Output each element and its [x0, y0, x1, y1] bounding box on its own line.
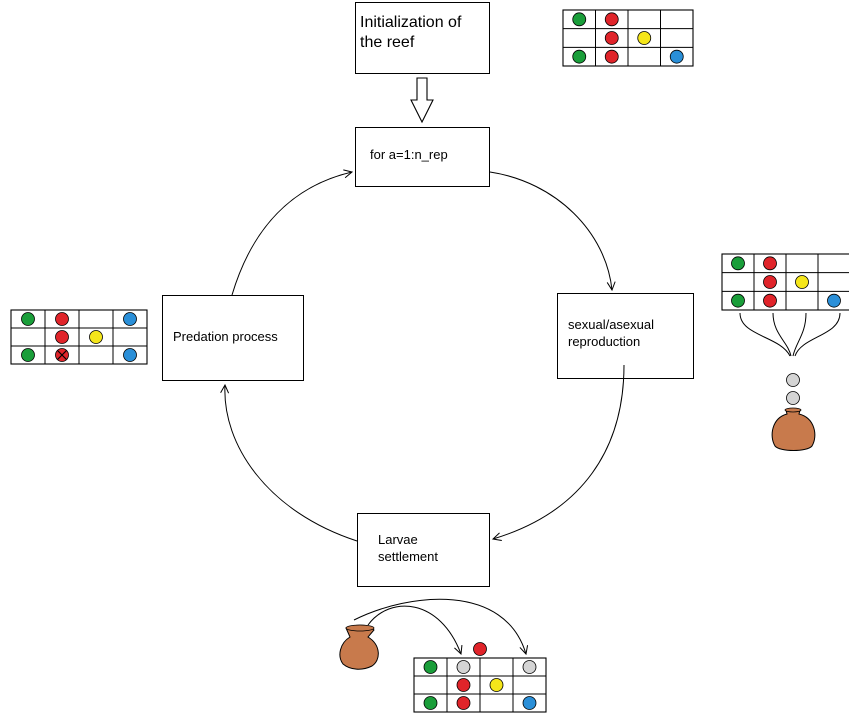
- coral-green: [21, 312, 35, 326]
- predation-box: Predation process: [162, 295, 304, 381]
- settlement-arrow-short: [367, 605, 461, 654]
- reproduction-reef-grid: [721, 253, 849, 311]
- settlement-reef-grid: [413, 657, 547, 713]
- reproduction-box: sexual/asexual reproduction: [557, 293, 694, 379]
- predation-to-loop-arc: [231, 172, 352, 296]
- coral-red: [604, 12, 619, 27]
- pot-rim-icon: [345, 624, 375, 632]
- initialization-box: Initialization of the reef: [355, 2, 490, 74]
- coral-blue: [522, 696, 537, 710]
- coral-red: [763, 293, 777, 308]
- pot-rim-icon: [784, 407, 802, 413]
- settlement-to-predation-arc: [225, 385, 358, 542]
- larvae-pot-icon: [771, 409, 816, 451]
- coral-green: [423, 696, 438, 710]
- coral-green: [731, 256, 745, 271]
- settlement-label: Larvae settlement: [378, 532, 438, 564]
- coral-red: [456, 696, 471, 710]
- coral-gray: [456, 660, 471, 674]
- loop-to-reproduction-arc: [489, 171, 612, 290]
- coral-blue: [669, 49, 684, 64]
- larva-circle: [786, 391, 800, 405]
- coral-gray: [522, 660, 537, 674]
- reproduction-to-settlement-arc: [493, 364, 625, 539]
- coral-red: [763, 256, 777, 271]
- coral-blue: [123, 312, 137, 326]
- larva-circle: [786, 373, 800, 387]
- initialization-label: Initialization of the reef: [360, 14, 462, 51]
- dead-cross-icon: [57, 350, 67, 360]
- settlement-box: Larvae settlement: [357, 513, 490, 587]
- coral-red: [604, 49, 619, 64]
- larvae-funnel: [739, 312, 841, 357]
- predation-label: Predation process: [173, 329, 278, 344]
- predation-reef-grid: [10, 309, 148, 365]
- coral-green: [572, 49, 587, 64]
- settlement-arrow-long: [353, 598, 526, 654]
- coral-red: [763, 275, 777, 289]
- coral-red: [55, 330, 69, 344]
- reproduction-label: sexual/asexual reproduction: [568, 317, 654, 349]
- coral-yellow: [489, 678, 504, 692]
- coral-yellow: [795, 275, 809, 289]
- coral-blue: [827, 293, 841, 308]
- coral-red: [604, 31, 619, 45]
- settled-larva-red: [473, 642, 487, 656]
- loop-label: for a=1:n_rep: [370, 147, 448, 162]
- larvae-pot-icon: [339, 624, 379, 670]
- coral-green: [731, 293, 745, 308]
- initial-reef-grid: [562, 9, 694, 67]
- coral-yellow: [637, 31, 652, 45]
- coral-green: [423, 660, 438, 674]
- coral-green: [572, 12, 587, 27]
- coral-red: [55, 312, 69, 326]
- coral-blue: [123, 348, 137, 362]
- loop-box: for a=1:n_rep: [355, 127, 490, 187]
- coral-red: [456, 678, 471, 692]
- init-to-loop-arrow: [410, 77, 434, 124]
- coral-green: [21, 348, 35, 362]
- coral-yellow: [89, 330, 103, 344]
